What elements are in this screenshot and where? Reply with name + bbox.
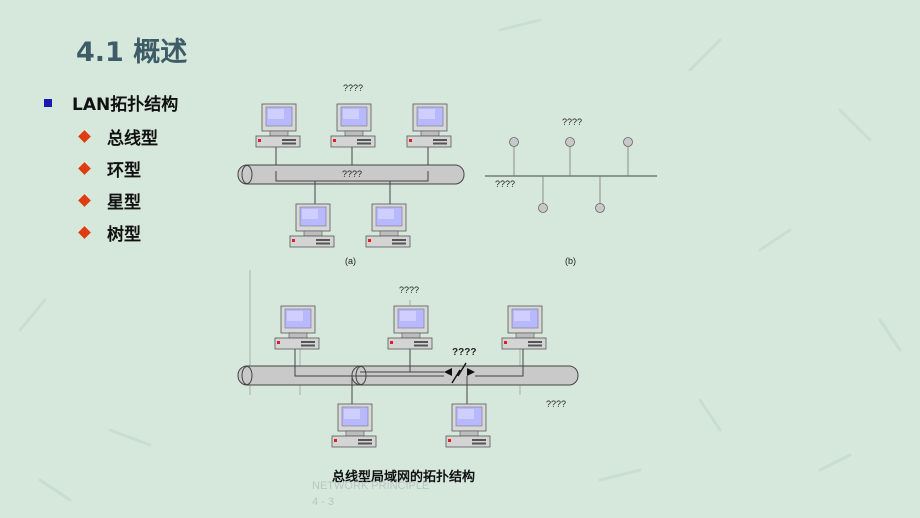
sub-bullet-label: 树型: [107, 225, 141, 245]
computer-icon: [274, 305, 320, 350]
diagram-a: ???? ???? (a): [237, 83, 465, 266]
footer-page-number: 4 - 3: [312, 496, 335, 508]
diagram-c-bridge-label: ????: [452, 347, 476, 358]
computer-icon: [501, 305, 547, 350]
sub-bullet-item: 树型: [78, 220, 141, 245]
sub-bullet-item: 总线型: [78, 124, 158, 149]
node-icon: [623, 137, 633, 147]
diagram-a-bus-label: ????: [342, 169, 362, 179]
computer-icon: [289, 203, 335, 248]
diagram-b-bus-label: ????: [495, 179, 515, 189]
sub-bullet-label: 星型: [107, 193, 141, 213]
computer-icon: [365, 203, 411, 248]
computer-icon: [330, 103, 376, 148]
node-icon: [509, 137, 519, 147]
node-icon: [565, 137, 575, 147]
footer-course-name: NETWORK PRINCIPLE: [312, 480, 430, 492]
computer-icon: [255, 103, 301, 148]
diagram-caption: 总线型局域网的拓扑结构: [332, 470, 476, 485]
diagram-c-top-label: ????: [399, 285, 419, 295]
diagram-c: ???? ???? ????: [237, 270, 579, 448]
diagram-b-caption: (b): [565, 256, 576, 266]
diagram-a-top-label: ????: [343, 83, 363, 93]
node-icon: [595, 203, 605, 213]
bullet-item: LAN拓扑结构: [44, 90, 178, 115]
diagram-b: ???? ???? (b): [485, 117, 657, 266]
bridge-icon: [444, 362, 475, 384]
page-title: 4.1 概述: [76, 37, 188, 68]
sub-bullet-label: 环型: [107, 161, 141, 181]
computer-icon: [331, 403, 377, 448]
computer-icon: [445, 403, 491, 448]
computer-icon: [406, 103, 452, 148]
sub-bullet-item: 环型: [78, 156, 141, 181]
computer-icon: [387, 305, 433, 350]
sub-bullet-item: 星型: [78, 188, 141, 213]
diagram-b-top-label: ????: [562, 117, 582, 127]
diagram-a-caption: (a): [345, 256, 356, 266]
node-icon: [538, 203, 548, 213]
diagram-c-right-label: ????: [546, 399, 566, 409]
sub-bullet-label: 总线型: [107, 129, 158, 149]
square-bullet-icon: [44, 98, 52, 107]
bullet-label: LAN拓扑结构: [72, 95, 179, 115]
